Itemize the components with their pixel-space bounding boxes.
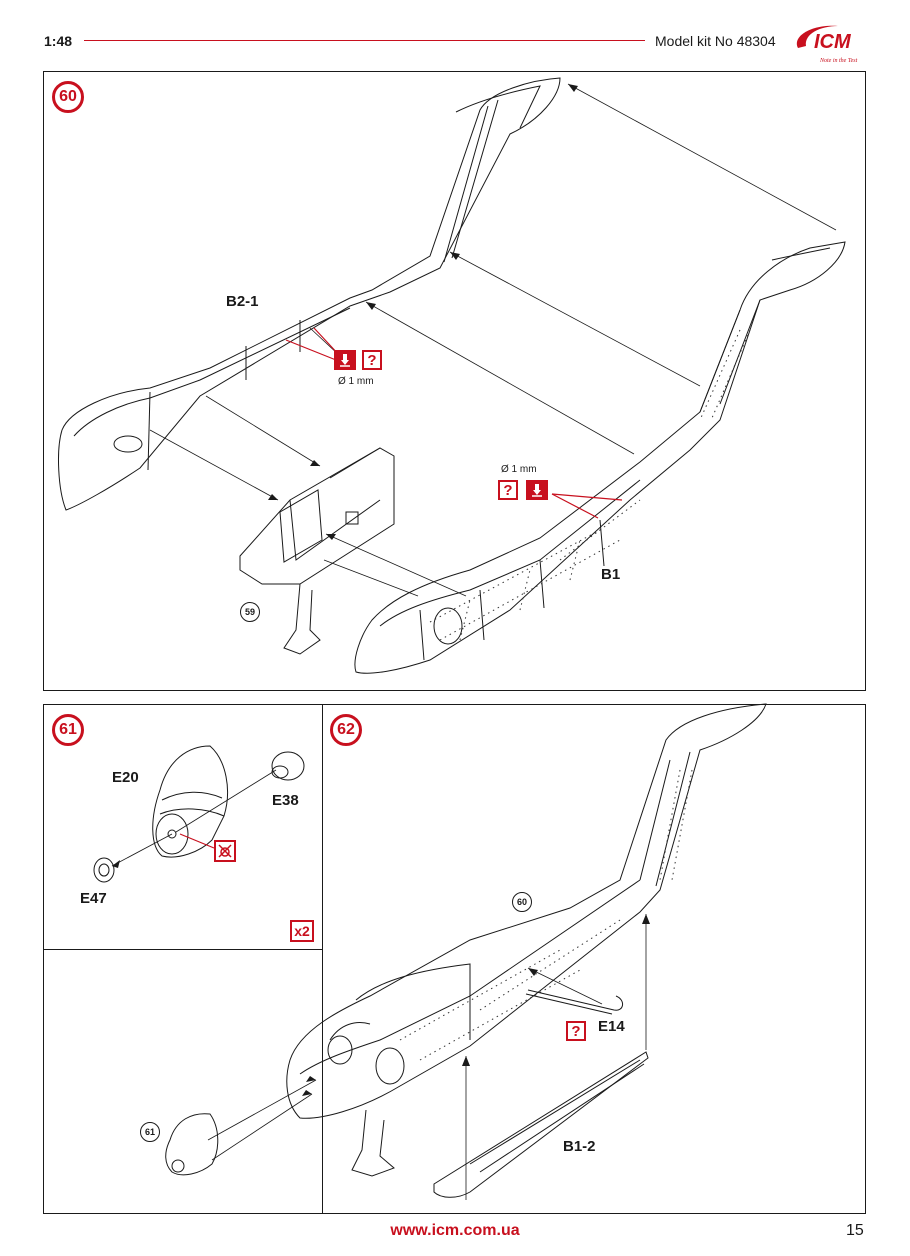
engine-assembly-e20: [153, 746, 228, 857]
part-label-e38: E38: [272, 792, 299, 809]
svg-text:ICM: ICM: [814, 31, 852, 53]
step-badge-60: 60: [52, 81, 84, 113]
part-label-e20: E20: [112, 769, 139, 786]
step-badge-62: 62: [330, 714, 362, 746]
quantity-badge: x2: [290, 920, 314, 942]
ref-step-61: 61: [140, 1122, 160, 1142]
brand-logo: ICM Note in the Test: [790, 18, 870, 66]
header-rule: [84, 40, 645, 41]
question-icon: ?: [566, 1021, 586, 1041]
question-icon: ?: [498, 480, 518, 500]
page-number: 15: [846, 1222, 864, 1239]
part-b1-2-skid: [434, 1052, 648, 1197]
part-label-e14: E14: [598, 1018, 625, 1035]
drill-icon: [334, 350, 356, 370]
part-label-b2-1: B2-1: [226, 293, 259, 310]
kit-number: Model kit No 48304: [655, 33, 776, 49]
step-60-panel: [43, 71, 866, 691]
question-icon: ?: [362, 350, 382, 370]
part-label-e47: E47: [80, 890, 107, 907]
no-glue-icon: [214, 840, 236, 862]
brand-tagline: Note in the Test: [819, 58, 858, 64]
part-e14-handle: [526, 990, 623, 1014]
step-badge-61: 61: [52, 714, 84, 746]
ref-step-59: 59: [240, 602, 260, 622]
fuselage-half-b2-1: [59, 78, 560, 510]
drill-diameter-label-2: Ø 1 mm: [501, 464, 537, 475]
helicopter-assembled: [287, 704, 766, 1176]
part-e38: [272, 752, 304, 780]
engine-61-placed: [166, 1114, 218, 1175]
drill-diameter-label: Ø 1 mm: [338, 376, 374, 387]
scale-label: 1:48: [44, 33, 73, 49]
drill-icon: [526, 480, 548, 500]
ref-step-60: 60: [512, 892, 532, 912]
footer-url[interactable]: www.icm.com.ua: [390, 1222, 520, 1239]
fuselage-half-b1: [355, 242, 845, 673]
part-label-b1-2: B1-2: [563, 1138, 596, 1155]
part-e47: [94, 858, 114, 882]
part-label-b1: B1: [601, 566, 621, 583]
step-62-panel-lower-left: [43, 949, 323, 1214]
cockpit-tub: [240, 448, 394, 654]
